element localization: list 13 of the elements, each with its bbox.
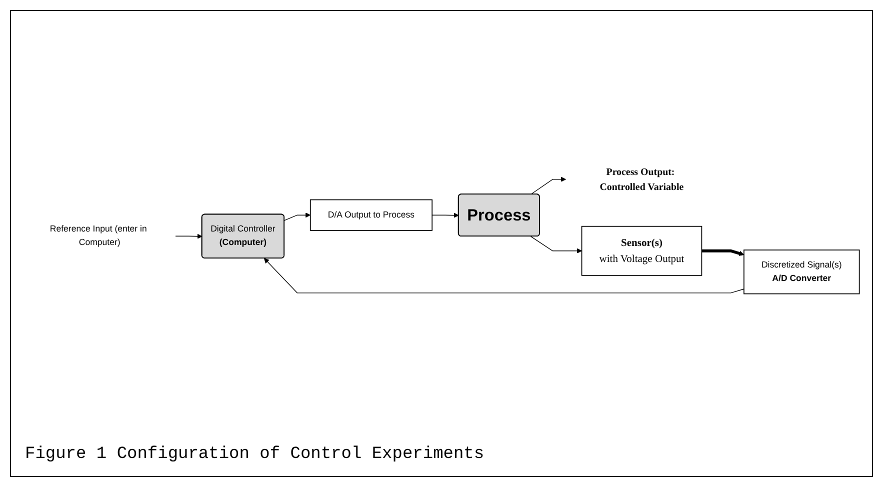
arrow	[530, 177, 566, 195]
node-text: Reference Input (enter in Computer)	[50, 224, 147, 248]
figure-caption: Figure 1 Configuration of Control Experiments	[24, 444, 486, 466]
arrow	[702, 250, 744, 256]
arrow	[530, 236, 582, 254]
arrow	[175, 234, 202, 240]
node-box: D/A Output to Process	[310, 200, 433, 232]
node-text: Process Output: Controlled Variable	[600, 166, 684, 192]
arrow	[284, 212, 311, 222]
arrow	[264, 258, 744, 294]
node-box: Sensor(s) with Voltage Output	[581, 226, 702, 276]
node-box: Discretized Signal(s) A/D Converter	[744, 250, 860, 294]
arrow	[432, 212, 459, 218]
